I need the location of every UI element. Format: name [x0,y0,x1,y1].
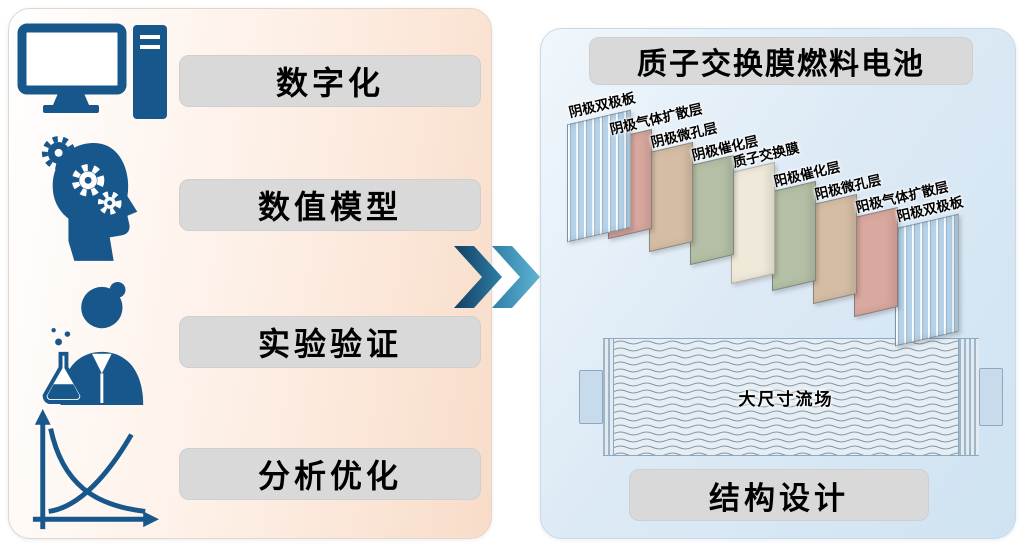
experimental-validation-badge: 实验验证 [179,316,481,368]
fuel-cell-stack: 阴极双极板阴极气体扩散层阴极微孔层阴极催化层质子交换膜阳极催化层阳极微孔层阳极气… [553,37,1017,373]
bipolar-plate [895,213,959,347]
analysis-optimization-badge: 分析优化 [179,448,481,500]
head-gears-icon [37,135,151,265]
flow-field-label: 大尺寸流场 [738,389,834,409]
digitalization-badge: 数字化 [179,55,481,107]
double-chevron-icon [452,246,554,308]
flow-field-right-tab [979,368,1003,426]
flow-field-body: 大尺寸流场 [613,338,959,456]
flow-field-assembly: 大尺寸流场 [579,335,1003,459]
flow-field-left-tab [579,370,603,424]
analysis-chart-icon [23,407,161,537]
numerical-model-badge: 数值模型 [179,179,481,231]
gas-diffusion-layer [854,206,898,318]
structure-design-badge: 结构设计 [629,469,929,521]
fuel-cell-title-badge: 质子交换膜燃料电池 [589,37,973,85]
membrane [731,161,775,285]
scientist-icon [31,277,155,405]
flow-field-right-manifold [959,338,979,456]
catalyst-layer [772,180,816,292]
computer-icon [17,23,169,123]
microporous-layer [649,141,693,253]
methods-panel: 数字化 数值模型 实验验证 分析优化 [8,8,492,539]
flow-field-left-manifold [603,338,613,456]
microporous-layer [813,193,857,305]
fuel-cell-panel: 质子交换膜燃料电池 阴极双极板阴极气体扩散层阴极微孔层阴极催化层质子交换膜阳极催… [540,28,1016,539]
catalyst-layer [690,154,734,266]
